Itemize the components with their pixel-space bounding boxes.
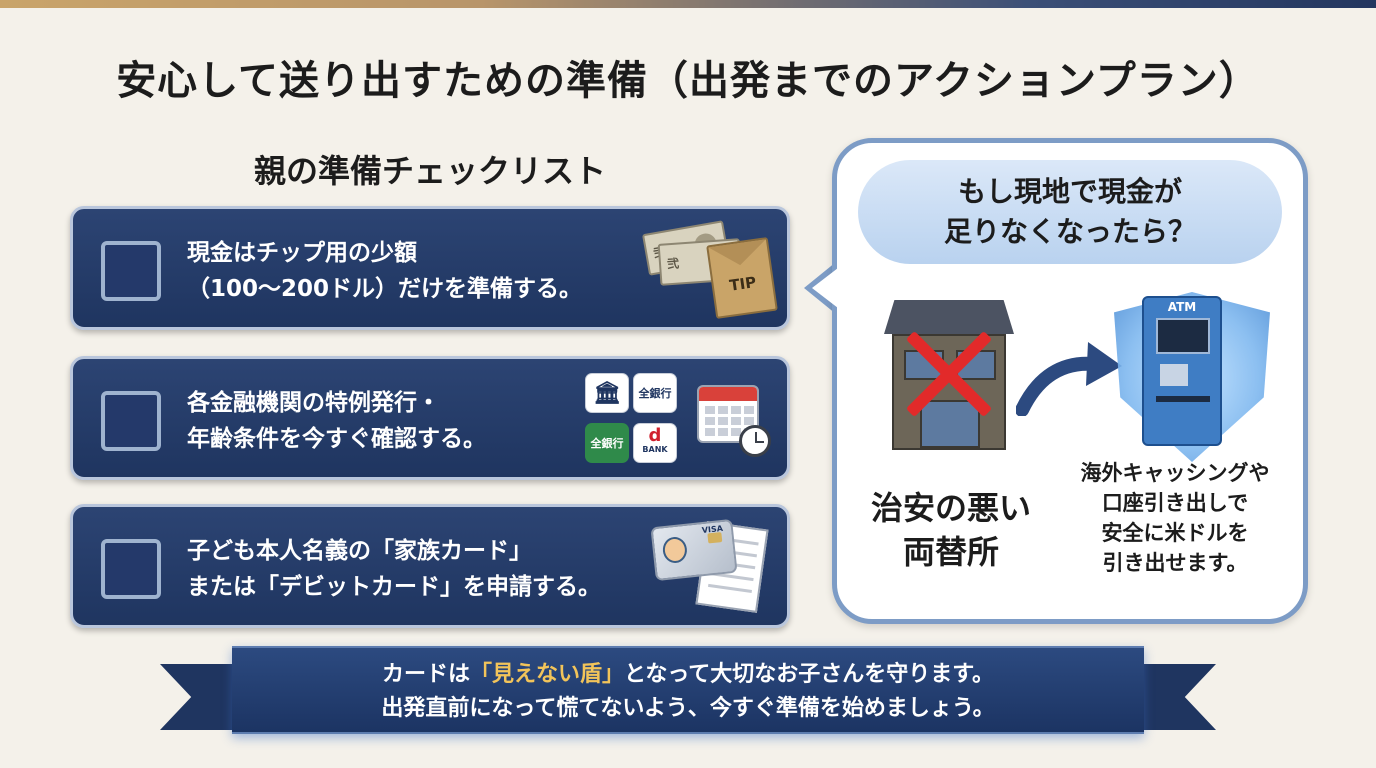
checklist-item-text: 各金融機関の特例発行・ 年齢条件を今すぐ確認する。 [187, 390, 486, 452]
credit-card-icon: VISA [650, 518, 738, 582]
highlight-text: 「見えない盾」 [469, 662, 624, 687]
unsafe-exchange-label: 治安の悪い 両替所 [870, 489, 1031, 571]
checklist-item-text: 子ども本人名義の「家族カード」 または「デビットカード」を申請する。 [187, 538, 601, 600]
curved-arrow-icon [1016, 342, 1122, 416]
top-accent-bar [0, 0, 1376, 8]
page-title: 安心して送り出すための準備（出発までのアクションプラン） [116, 57, 1260, 104]
calendar-icon [697, 385, 759, 443]
checkbox[interactable] [101, 539, 161, 599]
checklist-item-text: 現金はチップ用の少額 （100〜200ドル）だけを準備する。 [187, 240, 583, 302]
bank-building-icon: 🏛 [585, 373, 629, 413]
checklist-title: 親の準備チェックリスト [253, 152, 606, 190]
bank-logo-icon: 全銀行 [585, 423, 629, 463]
bank-logo-icon: 全銀行 [633, 373, 677, 413]
d-bank-icon: d BANK [633, 423, 677, 463]
message-ribbon: カードは「見えない盾」となって大切なお子さんを守ります。 出発直前になって慌てな… [232, 646, 1144, 734]
clock-icon [739, 425, 771, 457]
ribbon-line-2: 出発直前になって慌てないよう、今すぐ準備を始めましょう。 [381, 696, 995, 721]
ribbon-line-1: カードは「見えない盾」となって大切なお子さんを守ります。 [381, 662, 995, 687]
checkbox[interactable] [101, 241, 161, 301]
checklist-item-cash: 現金はチップ用の少額 （100〜200ドル）だけを準備する。 弐 弐 TIP [70, 206, 790, 330]
checklist-item-family-card: 子ども本人名義の「家族カード」 または「デビットカード」を申請する。 VISA [70, 504, 790, 628]
exchange-shop-icon [884, 300, 1014, 450]
speech-bubble-pointer-fill [812, 268, 838, 308]
safe-withdrawal-label: 海外キャッシングや 口座引き出しで 安全に米ドルを 引き出せます。 [1080, 461, 1270, 575]
question-banner: もし現地で現金が 足りなくなったら？ [858, 160, 1282, 264]
checkbox[interactable] [101, 391, 161, 451]
atm-icon: ATM [1142, 296, 1222, 446]
tip-envelope-icon: TIP [706, 237, 778, 319]
checklist-item-bank-conditions: 各金融機関の特例発行・ 年齢条件を今すぐ確認する。 🏛 全銀行 全銀行 d BA… [70, 356, 790, 480]
